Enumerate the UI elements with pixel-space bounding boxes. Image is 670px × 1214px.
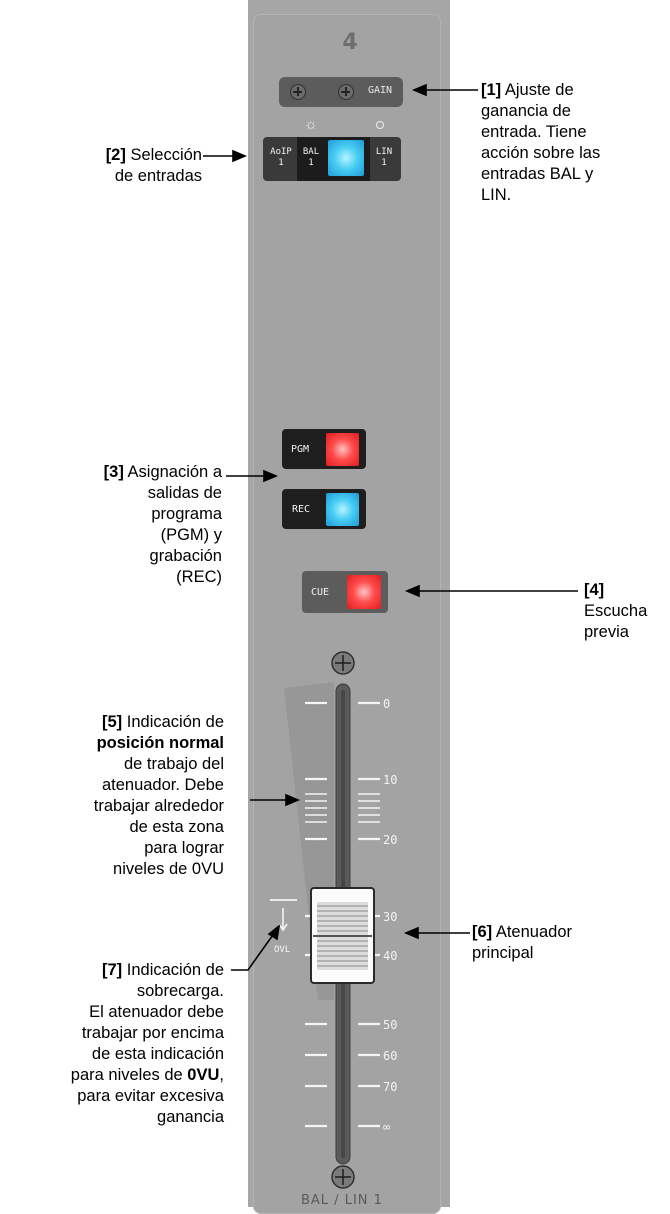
cue-label: CUE (311, 587, 330, 598)
fader-bottom-screw-icon (331, 1165, 355, 1189)
scale-label-40: 40 (383, 949, 397, 963)
annotation-2: [2] Selección de entradas (105, 146, 202, 185)
channel-number: 4 (342, 30, 358, 55)
annotation-5: [5] Indicación de posición normal de tra… (93, 713, 224, 878)
ovl-label: OVL (274, 945, 290, 955)
annotation-4: [4] Escucha previa (584, 581, 648, 641)
scale-label-20: 20 (383, 833, 397, 847)
gain-trim-screw-icon[interactable] (338, 84, 354, 100)
scale-label-50: 50 (383, 1018, 397, 1032)
bottom-label: BAL / LIN 1 (301, 1193, 383, 1207)
annotation-arrows (203, 83, 578, 971)
annotation-6: [6] Atenuador principal (472, 923, 572, 962)
fader-knob (310, 887, 375, 984)
rec-label: REC (292, 504, 311, 515)
pgm-label: PGM (291, 444, 310, 455)
pgm-button[interactable] (326, 433, 359, 466)
annotation-1: [1] Ajuste de ganancia de entrada. Tiene… (481, 81, 601, 204)
annotation-7: [7] Indicación de sobrecarga. El atenuad… (70, 961, 224, 1126)
scale-label-60: 60 (383, 1049, 397, 1063)
input-select-button[interactable] (328, 140, 364, 176)
fader-top-screw-icon (331, 651, 355, 675)
scale-label-70: 70 (383, 1080, 397, 1094)
ovl-arrow-icon (270, 899, 297, 932)
gain-label: GAIN (368, 85, 393, 96)
gain-trim-screw-icon[interactable] (290, 84, 306, 100)
scale-label-30: 30 (383, 910, 397, 924)
annotation-3: [3] Asignación a salidas de programa (PG… (103, 463, 222, 586)
sun-icon: ☼ (304, 116, 318, 133)
scale-label-0: 0 (383, 697, 390, 711)
ring-icon (376, 121, 384, 129)
cue-button[interactable] (347, 575, 381, 609)
scale-label-10: 10 (383, 773, 397, 787)
scale-label-inf: ∞ (383, 1120, 390, 1134)
rec-button[interactable] (326, 493, 359, 526)
